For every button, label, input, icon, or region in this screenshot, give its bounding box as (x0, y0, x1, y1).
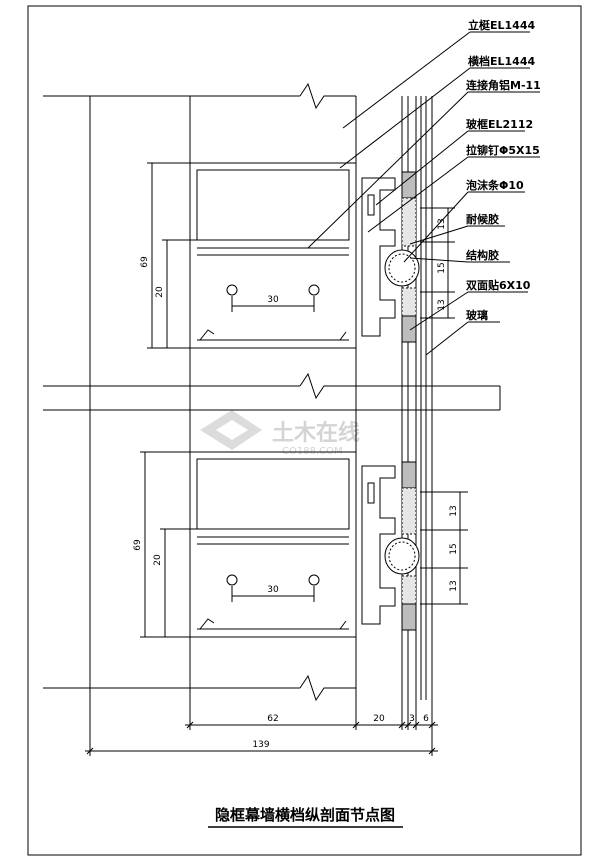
tape-block (401, 461, 417, 489)
structural-sealant (401, 575, 417, 605)
foam-rod (384, 537, 420, 575)
label-angle: 连接角铝M-11 (466, 78, 541, 92)
dim-top-r2: 15 (437, 262, 447, 273)
top-node (147, 162, 455, 349)
rivet-hole-icon (308, 284, 320, 296)
dim-top-pitch: 30 (267, 295, 279, 305)
rivet-hole-icon (226, 284, 238, 296)
structural-sealant (401, 197, 417, 247)
bottom-node (140, 451, 468, 638)
drawing-title: 隐框幕墙横档纵剖面节点图 (215, 806, 395, 824)
dim-total: 139 (252, 740, 269, 750)
label-transom: 横档EL1444 (468, 54, 535, 68)
dim-top-r1: 13 (437, 218, 447, 229)
tape-block (401, 171, 417, 199)
dim-bot-pitch: 30 (267, 585, 279, 595)
dim-w4: 6 (423, 714, 429, 724)
rivet-hole-icon (226, 574, 238, 586)
dim-bot-r3: 13 (449, 580, 459, 591)
drawing-border (27, 5, 582, 856)
structural-sealant (401, 487, 417, 535)
label-structural-seal: 结构胶 (465, 248, 499, 262)
label-glass: 玻璃 (466, 308, 488, 322)
label-foam: 泡沫条Φ10 (466, 178, 524, 192)
dim-top-r3: 13 (437, 299, 447, 310)
label-glass-frame: 玻框EL2112 (466, 117, 533, 131)
watermark-text: 土木在线 (272, 420, 360, 446)
tape-block (401, 603, 417, 631)
dim-bot-inner: 20 (153, 554, 163, 566)
dim-top-height: 69 (140, 256, 150, 268)
label-mullion: 立梃EL1444 (468, 18, 535, 32)
dim-bot-height: 69 (133, 539, 143, 551)
bottom-dimensions (85, 700, 438, 756)
callout-labels: 立梃EL1444 横档EL1444 连接角铝M-11 玻框EL2112 拉铆钉Φ… (465, 18, 541, 322)
structure-lines (43, 82, 501, 702)
foam-rod (384, 249, 420, 287)
rivet-hole-icon (308, 574, 320, 586)
leader-lines (307, 31, 540, 356)
dim-bot-r1: 13 (449, 505, 459, 516)
dim-bot-r2: 15 (449, 543, 459, 554)
dimension-labels: 69 20 30 13 15 13 69 20 30 13 15 13 62 2… (133, 218, 459, 750)
dim-w2: 20 (373, 714, 385, 724)
watermark-logo-icon (200, 410, 262, 450)
tape-block (401, 315, 417, 343)
dim-w1: 62 (267, 714, 278, 724)
dim-w3: 3 (409, 714, 415, 724)
label-rivet: 拉铆钉Φ5X15 (466, 143, 540, 157)
structural-sealant (401, 287, 417, 317)
label-weather-seal: 耐候胶 (466, 212, 499, 226)
label-tape: 双面贴6X10 (466, 278, 531, 292)
dim-top-inner: 20 (155, 286, 165, 298)
watermark: 土木在线 CO188.COM (200, 410, 360, 457)
